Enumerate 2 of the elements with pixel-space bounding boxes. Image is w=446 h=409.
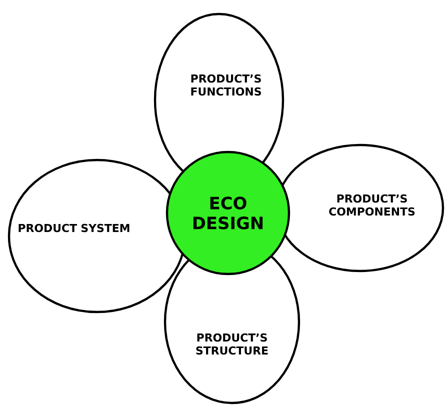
petal: PRODUCT SYSTEM	[8, 158, 186, 314]
petal: PRODUCT’S COMPONENTS	[276, 144, 444, 272]
